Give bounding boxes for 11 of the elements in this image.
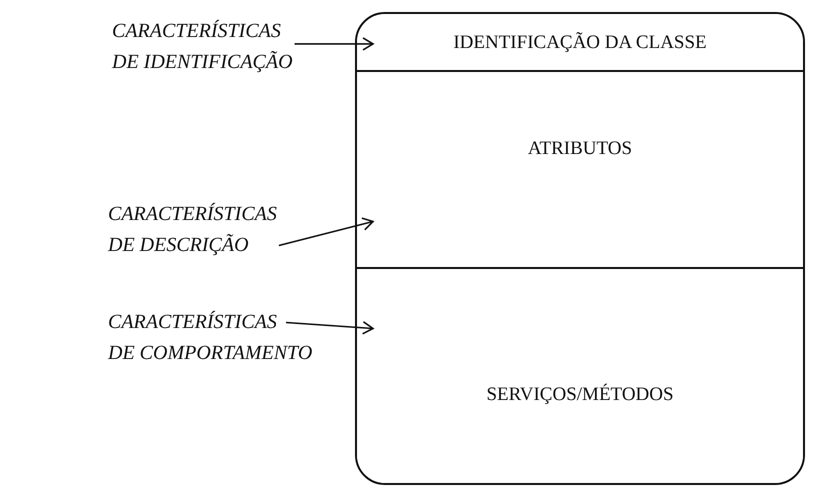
- arrow: [286, 321, 374, 335]
- compartment-title: ATRIBUTOS: [528, 138, 632, 160]
- class-box: [355, 12, 805, 485]
- annotation-label: CARACTERÍSTICAS DE COMPORTAMENTO: [108, 307, 312, 369]
- compartment-title: SERVIÇOS/MÉTODOS: [486, 384, 674, 406]
- compartment-title: IDENTIFICAÇÃO DA CLASSE: [453, 32, 707, 54]
- annotation-label: CARACTERÍSTICAS DE IDENTIFICAÇÃO: [112, 16, 293, 78]
- arrow: [278, 217, 374, 246]
- class-compartment: [357, 267, 803, 483]
- annotation-label: CARACTERÍSTICAS DE DESCRIÇÃO: [108, 199, 277, 261]
- arrow: [294, 37, 374, 51]
